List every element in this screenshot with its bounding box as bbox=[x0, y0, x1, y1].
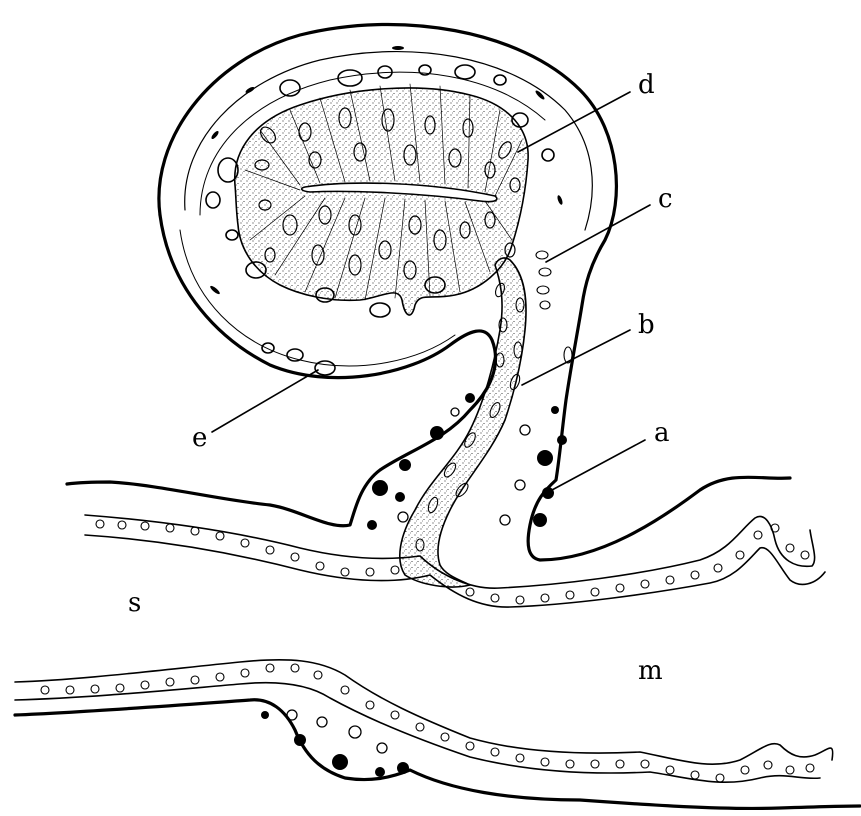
leader-line-d bbox=[518, 92, 630, 152]
lower-tissue-inner bbox=[15, 683, 820, 783]
label-a: a bbox=[654, 420, 670, 446]
side-cells bbox=[536, 251, 572, 363]
leader-line-e bbox=[212, 370, 318, 432]
gland-duct bbox=[400, 258, 526, 587]
lower-epithelium-band bbox=[85, 535, 825, 607]
lower-tissue-base bbox=[15, 700, 860, 809]
label-d: d bbox=[638, 72, 655, 98]
lower-dark-bodies bbox=[261, 711, 409, 777]
label-m: m bbox=[638, 658, 663, 684]
label-b: b bbox=[638, 312, 655, 338]
upper-epithelium-band bbox=[85, 515, 815, 588]
lower-epithelium-nuclei bbox=[41, 664, 814, 782]
label-s: s bbox=[128, 590, 141, 616]
label-c: c bbox=[658, 186, 673, 212]
lower-tissue-top bbox=[15, 660, 833, 764]
leader-line-a bbox=[552, 440, 645, 490]
label-e: e bbox=[192, 425, 207, 451]
